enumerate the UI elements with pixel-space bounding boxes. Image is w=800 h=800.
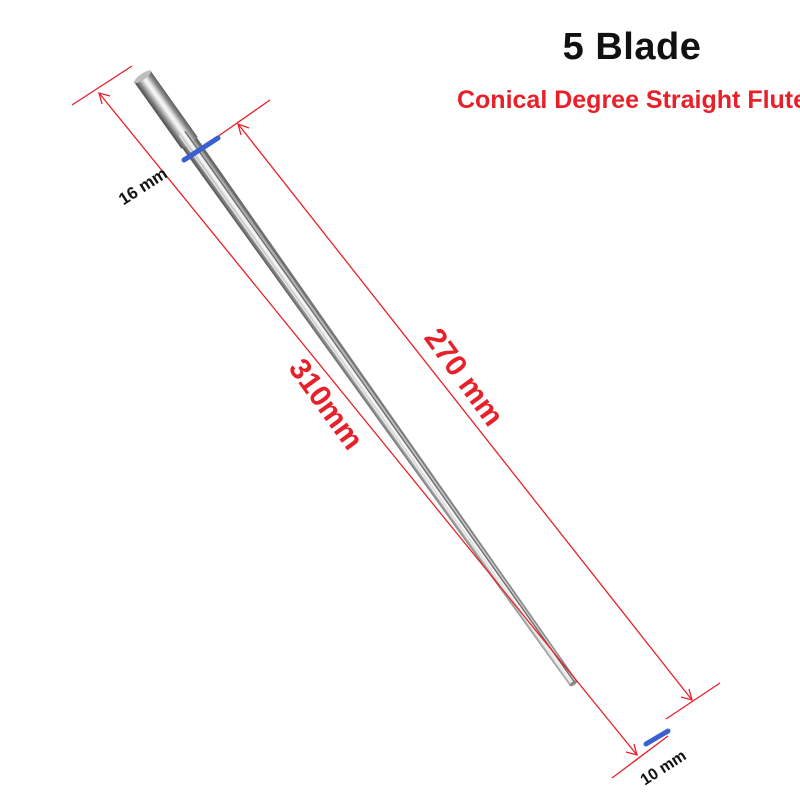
flute-length-dimension xyxy=(206,99,721,720)
flute-line xyxy=(178,135,573,685)
shank-diameter-label: 16 mm xyxy=(115,164,171,209)
product-subtitle: Conical Degree Straight Flute xyxy=(456,86,800,114)
shank-end-face xyxy=(134,70,151,84)
flute-length-label: 270 mm xyxy=(417,323,509,433)
shank-diameter-marker xyxy=(181,135,221,163)
reamer-tool xyxy=(133,70,578,687)
flute-line xyxy=(194,138,577,682)
arrow-head xyxy=(237,122,250,136)
extension-line xyxy=(665,682,721,720)
flute-line xyxy=(184,130,576,683)
extension-line xyxy=(611,735,669,779)
product-title: 5 Blade xyxy=(562,26,702,68)
overall-length-dimension xyxy=(71,65,669,779)
tip-end-face xyxy=(569,680,578,687)
arrow-head xyxy=(98,92,111,105)
reamer-shank xyxy=(133,70,198,149)
reamer-fluted-body xyxy=(182,137,578,686)
arrow-head xyxy=(680,688,693,701)
arrow-head xyxy=(625,743,638,756)
dimension-line xyxy=(237,123,693,701)
extension-line xyxy=(71,65,133,106)
tip-diameter-marker xyxy=(643,728,671,747)
dimension-line xyxy=(98,92,638,756)
